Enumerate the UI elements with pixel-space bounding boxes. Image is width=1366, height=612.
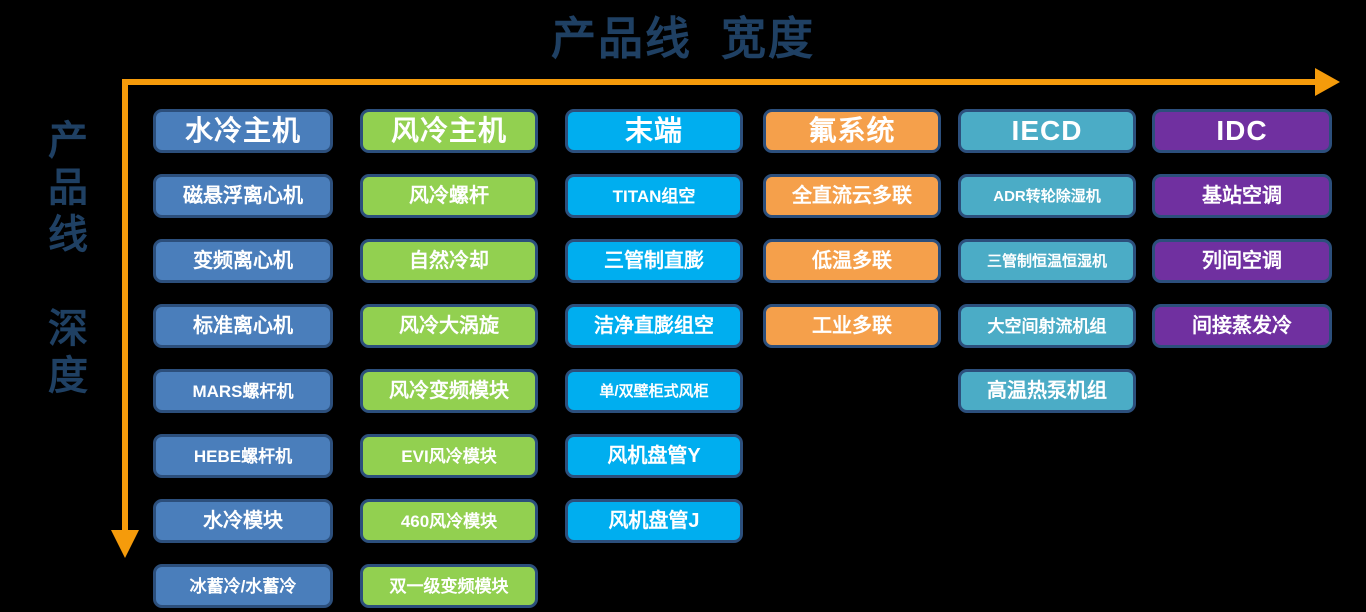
product-line-depth-axis-label: 产品线 深度 — [48, 119, 88, 398]
matrix-node[interactable]: 风机盘管Y — [565, 434, 743, 478]
matrix-node[interactable]: 冰蓄冷/水蓄冷 — [153, 564, 333, 608]
page-title: 产品线 宽度 — [550, 13, 815, 64]
matrix-node[interactable]: 全直流云多联 — [763, 174, 941, 218]
column-header-air-cooled-chiller[interactable]: 风冷主机 — [360, 109, 538, 153]
matrix-node[interactable]: 标准离心机 — [153, 304, 333, 348]
matrix-node[interactable]: 列间空调 — [1152, 239, 1332, 283]
matrix-node[interactable]: 自然冷却 — [360, 239, 538, 283]
matrix-node[interactable]: 460风冷模块 — [360, 499, 538, 543]
matrix-node[interactable]: 洁净直膨组空 — [565, 304, 743, 348]
matrix-node[interactable]: 风冷螺杆 — [360, 174, 538, 218]
matrix-node[interactable]: 磁悬浮离心机 — [153, 174, 333, 218]
column-header-fluorine-system[interactable]: 氟系统 — [763, 109, 941, 153]
matrix-node[interactable]: 水冷模块 — [153, 499, 333, 543]
matrix-node[interactable]: 风冷大涡旋 — [360, 304, 538, 348]
matrix-grid: 水冷主机磁悬浮离心机变频离心机标准离心机 MARS螺杆机 HEBE螺杆机水冷模块冰蓄… — [153, 109, 1353, 609]
matrix-node[interactable]: 单/双壁柜式风柜 — [565, 369, 743, 413]
matrix-node[interactable]: 工业多联 — [763, 304, 941, 348]
matrix-node[interactable]: 风机盘管J — [565, 499, 743, 543]
column-header-iecd[interactable]: IECD — [958, 109, 1136, 153]
matrix-node[interactable]: HEBE螺杆机 — [153, 434, 333, 478]
matrix-node[interactable]: MARS螺杆机 — [153, 369, 333, 413]
product-line-width-axis-line — [122, 79, 1327, 85]
matrix-node[interactable]: 变频离心机 — [153, 239, 333, 283]
matrix-node[interactable]: 高温热泵机组 — [958, 369, 1136, 413]
matrix-node[interactable]: EVI风冷模块 — [360, 434, 538, 478]
matrix-node[interactable]: 大空间射流机组 — [958, 304, 1136, 348]
column-header-water-cooled-chiller[interactable]: 水冷主机 — [153, 109, 333, 153]
product-line-depth-axis-line — [122, 79, 128, 537]
depth-axis-arrow-icon — [111, 530, 139, 558]
matrix-node[interactable]: ADR转轮除湿机 — [958, 174, 1136, 218]
matrix-node[interactable]: 三管制恒温恒湿机 — [958, 239, 1136, 283]
matrix-node[interactable]: 风冷变频模块 — [360, 369, 538, 413]
column-header-idc[interactable]: IDC — [1152, 109, 1332, 153]
column-header-terminal[interactable]: 末端 — [565, 109, 743, 153]
matrix-node[interactable]: 双一级变频模块 — [360, 564, 538, 608]
matrix-node[interactable]: 基站空调 — [1152, 174, 1332, 218]
matrix-node[interactable]: 低温多联 — [763, 239, 941, 283]
matrix-node[interactable]: 间接蒸发冷 — [1152, 304, 1332, 348]
width-axis-arrow-icon — [1315, 68, 1340, 96]
matrix-node[interactable]: 三管制直膨 — [565, 239, 743, 283]
matrix-node[interactable]: TITAN组空 — [565, 174, 743, 218]
